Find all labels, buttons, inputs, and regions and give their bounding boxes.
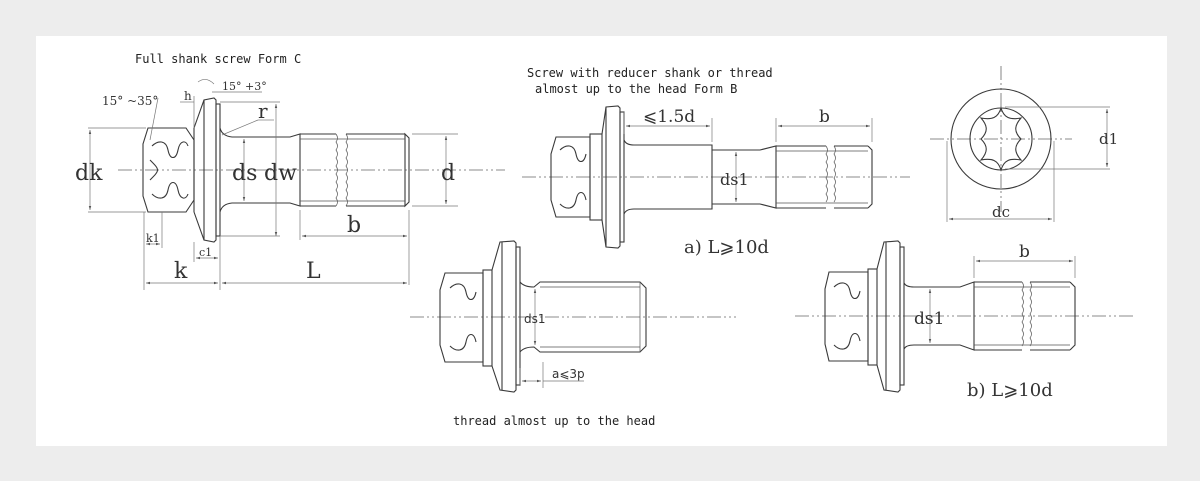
label-dc: dc [992,203,1010,221]
thread-up-to-head-screw: ds1 a⩽3p thread almost up to the head [410,240,736,428]
label-dk: dk [75,161,103,186]
form-c-screw: Full shank screw Form C [75,52,505,290]
caption-a: a) L⩾10d [684,237,769,258]
label-ds1-form-b: ds1 [720,170,749,189]
label-b-form-b: b [819,107,830,127]
form-b-title-2: almost up to the head Form B [535,82,737,96]
caption-b: b) L⩾10d [967,380,1053,401]
label-shank-length: ⩽1.5d [643,107,695,127]
thread-caption: thread almost up to the head [453,414,655,428]
label-b: b [347,213,361,238]
form-b-title-1: Screw with reducer shank or thread [527,66,773,80]
label-ds1-form-b2: ds1 [914,309,944,329]
form-b-screw: Screw with reducer shank or thread almos… [522,66,910,258]
form-b2-screw: b ds1 b) L⩾10d [795,240,1134,401]
label-r: r [258,99,268,123]
label-L: L [306,259,321,284]
form-c-title: Full shank screw Form C [135,52,301,66]
label-k: k [174,259,188,284]
label-ds: ds [232,161,257,186]
label-d: d [441,161,455,186]
label-d1: d1 [1099,130,1118,148]
label-a: a⩽3p [552,367,585,381]
label-dw: dw [264,161,297,186]
label-ds1-thread: ds1 [524,312,546,326]
label-k1: k1 [146,232,160,245]
label-c1: c1 [199,246,212,259]
label-b-form-b2: b [1019,242,1030,262]
label-angle-flange: 15° +3° [222,80,267,93]
drawing-panel [36,36,1167,446]
top-view-drive: d1 dc [930,66,1118,222]
label-h: h [184,89,192,103]
label-angle-head: 15° ~35° [102,94,158,108]
